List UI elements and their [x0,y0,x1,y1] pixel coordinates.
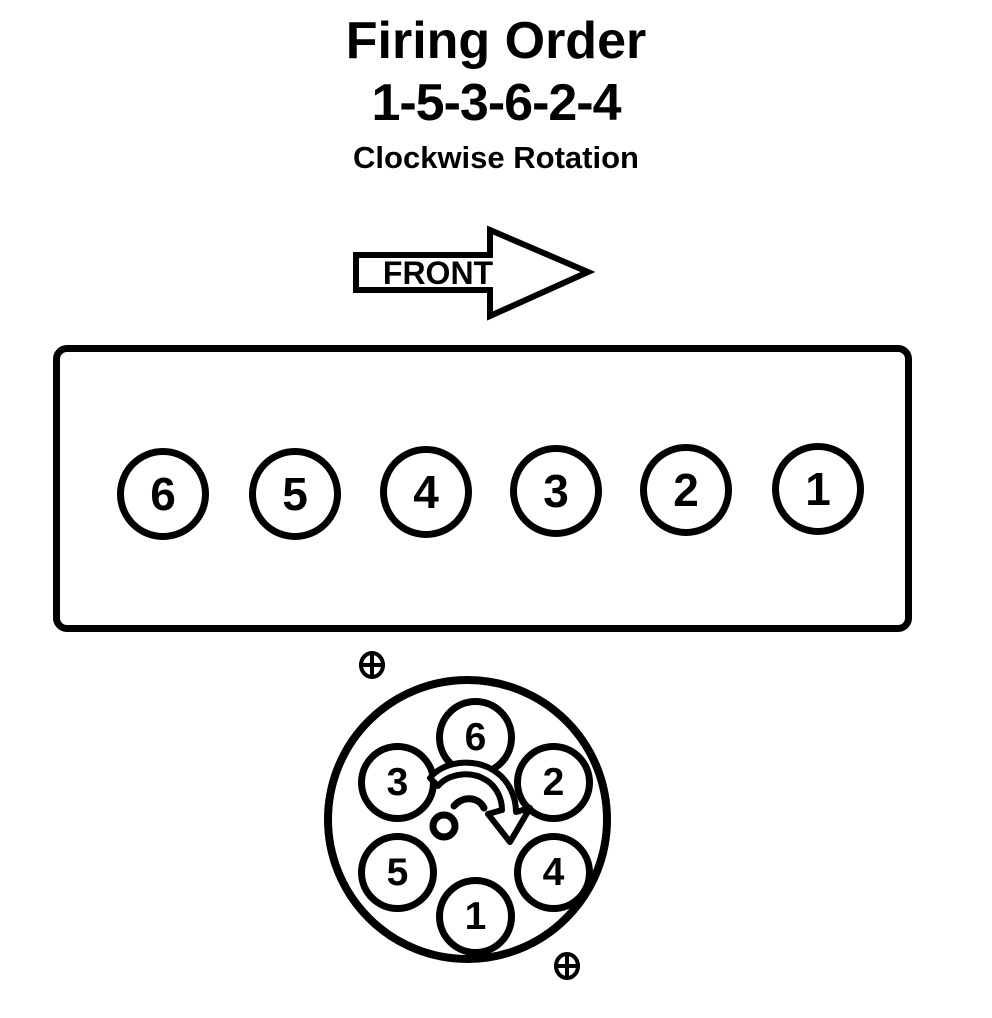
curved-clockwise-arrow-icon [424,756,542,864]
rotation-subtitle: Clockwise Rotation [353,140,639,175]
front-arrow-label: FRONT [382,255,494,291]
cylinder-3[interactable]: 3 [510,445,602,537]
title-block: Firing Order 1-5-3-6-2-4 Clockwise Rotat… [0,10,992,182]
arrow-right-outline-icon [353,225,596,321]
distributor-terminal-3[interactable]: 3 [358,743,437,822]
cylinder-1[interactable]: 1 [772,443,864,535]
distributor-terminal-4[interactable]: 4 [514,833,593,912]
cylinder-4[interactable]: 4 [380,446,472,538]
distributor-terminal-5[interactable]: 5 [358,833,437,912]
crosshair-icon-top-left [357,649,387,681]
distributor-cap: 6 2 4 1 5 3 [324,676,611,963]
crosshair-icon-bottom-right [552,950,582,982]
front-arrow [350,222,596,324]
engine-block: 6 5 4 3 2 1 [53,345,912,632]
distributor-terminal-1[interactable]: 1 [436,877,515,956]
firing-order-sequence: 1-5-3-6-2-4 [371,74,621,132]
cylinder-2[interactable]: 2 [640,444,732,536]
cylinder-5[interactable]: 5 [249,448,341,540]
cylinder-6[interactable]: 6 [117,448,209,540]
page-title: Firing Order [345,12,647,70]
